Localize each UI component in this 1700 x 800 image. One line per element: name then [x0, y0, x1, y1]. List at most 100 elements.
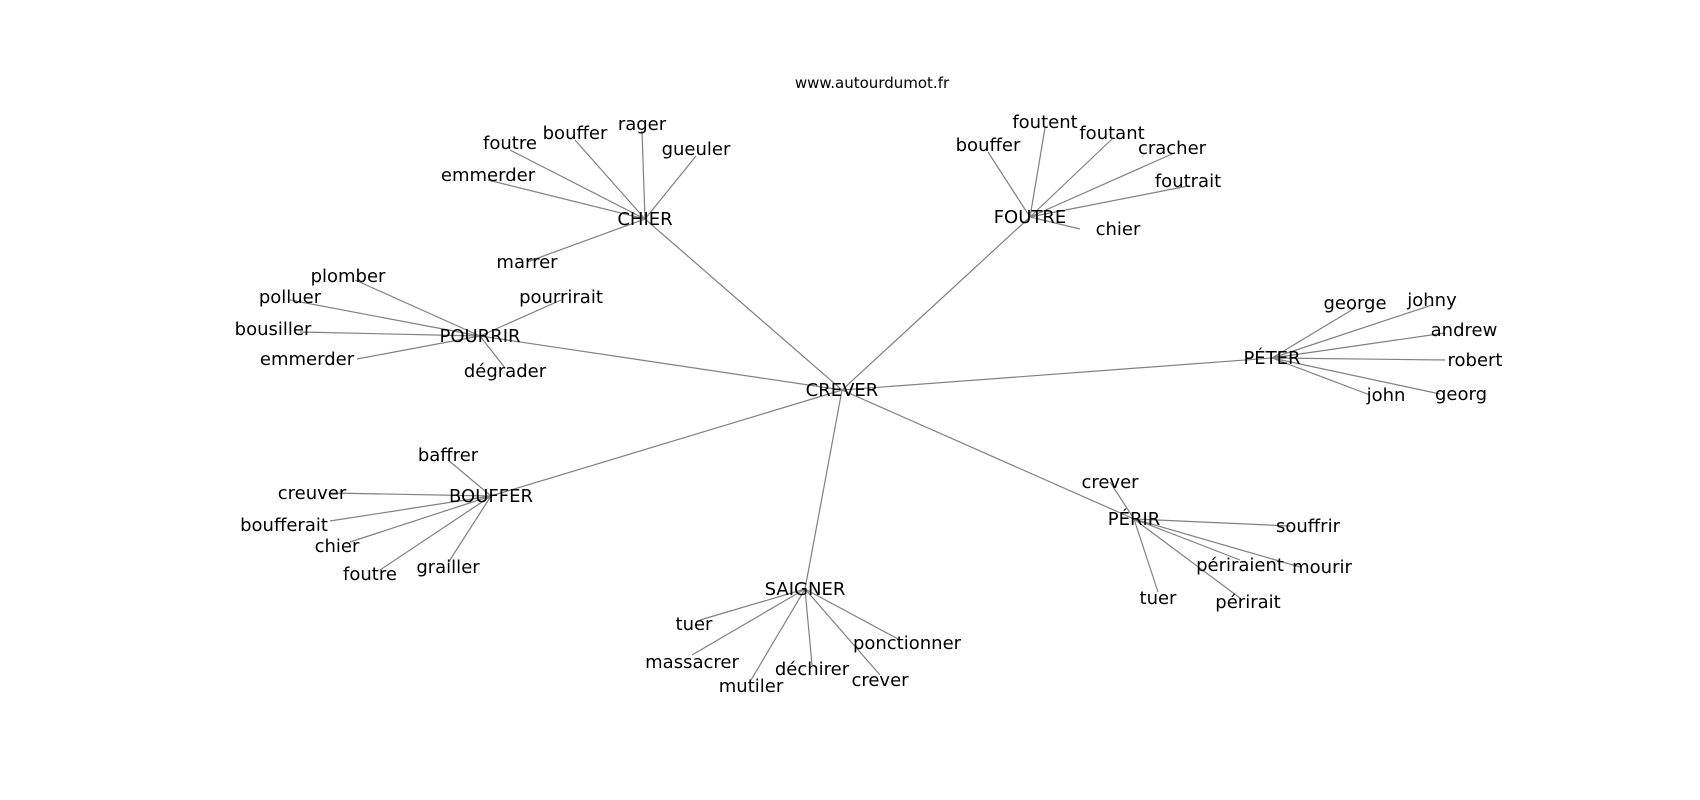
leaf-node-saigner-tuer[interactable]: tuer	[676, 614, 714, 635]
leaf-node-foutre-foutant[interactable]: foutant	[1079, 123, 1144, 144]
leaf-node-saigner-massacrer[interactable]: massacrer	[645, 652, 739, 673]
edge-bouffer-foutre	[379, 495, 492, 571]
edge-foutre-foutent	[1029, 127, 1046, 218]
leaf-node-perir-perirait[interactable]: périrait	[1215, 592, 1280, 613]
center-node-label[interactable]: CREVER	[806, 380, 879, 401]
edge-perir-souffrir	[1133, 518, 1291, 527]
edge-foutre-foutrait	[1029, 185, 1189, 218]
edge-pourrir-bousiller	[299, 331, 481, 337]
leaf-node-perir-mourir[interactable]: mourir	[1292, 557, 1352, 578]
edge-crever-bouffer	[490, 389, 843, 497]
hub-node-bouffer[interactable]: BOUFFER	[449, 486, 533, 507]
leaf-node-peter-robert[interactable]: robert	[1448, 350, 1503, 371]
labels-layer: CREVER CHIER foutre bouffer rager gueuler emme…	[235, 112, 1503, 697]
leaf-node-pourrir-emmerder[interactable]: emmerder	[260, 349, 355, 370]
leaf-node-pourrir-pourrirait[interactable]: pourrirait	[519, 287, 603, 308]
edge-crever-foutre	[841, 216, 1031, 391]
edge-bouffer-creuver	[329, 492, 492, 497]
edges-layer	[289, 127, 1446, 681]
edge-saigner-tuer	[699, 588, 806, 621]
edge-peter-john	[1271, 357, 1371, 396]
leaf-node-pourrir-bousiller[interactable]: bousiller	[235, 319, 312, 340]
edge-peter-andrew	[1271, 332, 1446, 359]
edge-chier-gueuler	[644, 155, 697, 220]
leaf-node-peter-andrew[interactable]: andrew	[1431, 320, 1498, 341]
leaf-node-pourrir-degrader[interactable]: dégrader	[464, 361, 547, 382]
hub-node-chier[interactable]: CHIER	[617, 209, 672, 230]
leaf-node-chier-gueuler[interactable]: gueuler	[662, 139, 731, 160]
edge-bouffer-grailler	[447, 495, 492, 564]
leaf-node-saigner-ponctionner[interactable]: ponctionner	[853, 633, 962, 654]
leaf-node-chier-rager[interactable]: rager	[618, 114, 667, 135]
leaf-node-chier-marrer[interactable]: marrer	[496, 252, 558, 273]
leaf-node-peter-george[interactable]: george	[1323, 293, 1386, 314]
edge-crever-pourrir	[479, 335, 843, 391]
edge-foutre-foutant	[1029, 138, 1113, 218]
leaf-node-foutre-bouffer[interactable]: bouffer	[956, 135, 1021, 156]
leaf-node-bouffer-baffrer[interactable]: baffrer	[418, 445, 479, 466]
leaf-node-peter-john[interactable]: john	[1366, 385, 1406, 406]
edge-crever-saigner	[804, 389, 843, 590]
edge-saigner-massacrer	[691, 588, 806, 656]
leaf-node-saigner-crever[interactable]: crever	[851, 670, 909, 691]
hub-node-foutre[interactable]: FOUTRE	[994, 207, 1067, 228]
edge-saigner-mutiler	[750, 588, 806, 681]
hub-node-peter[interactable]: PÉTER	[1243, 347, 1300, 369]
edge-peter-robert	[1271, 357, 1446, 361]
hub-node-saigner[interactable]: SAIGNER	[765, 579, 846, 600]
edge-pourrir-plomber	[354, 279, 481, 337]
leaf-node-bouffer-boufferait[interactable]: boufferait	[240, 515, 328, 536]
leaf-node-bouffer-chier[interactable]: chier	[315, 536, 360, 557]
leaf-node-bouffer-grailler[interactable]: grailler	[416, 557, 480, 578]
leaf-node-peter-johny[interactable]: johny	[1406, 290, 1457, 311]
edge-foutre-bouffer	[987, 151, 1031, 218]
edge-pourrir-pourrirait	[479, 299, 562, 337]
leaf-node-foutre-chier[interactable]: chier	[1096, 219, 1141, 240]
edge-perir-tuer	[1133, 518, 1159, 593]
edge-bouffer-chier	[349, 495, 492, 543]
edge-perir-periraient	[1133, 518, 1241, 561]
leaf-node-chier-foutre[interactable]: foutre	[483, 133, 537, 154]
edge-peter-johny	[1271, 304, 1433, 359]
edge-pourrir-degrader	[479, 335, 506, 369]
leaf-node-bouffer-creuver[interactable]: creuver	[278, 483, 347, 504]
edge-crever-perir	[841, 389, 1135, 520]
edge-chier-foutre	[509, 149, 646, 220]
site-url: www.autourdumot.fr	[795, 74, 950, 92]
edge-saigner-crever	[804, 588, 881, 676]
edge-crever-peter	[841, 357, 1273, 391]
leaf-node-saigner-dechirer[interactable]: déchirer	[775, 659, 850, 680]
edge-peter-george	[1271, 307, 1356, 359]
leaf-node-foutre-cracher[interactable]: cracher	[1138, 138, 1207, 159]
leaf-node-perir-periraient[interactable]: périraient	[1196, 555, 1284, 576]
leaf-node-perir-souffrir[interactable]: souffrir	[1276, 516, 1341, 537]
hub-node-pourrir[interactable]: POURRIR	[439, 326, 520, 347]
edge-foutre-chier	[1029, 216, 1081, 230]
edge-saigner-ponctionner	[804, 588, 901, 641]
edge-foutre-cracher	[1029, 153, 1173, 218]
leaf-node-bouffer-foutre[interactable]: foutre	[343, 564, 397, 585]
leaf-node-foutre-foutent[interactable]: foutent	[1012, 112, 1077, 133]
edge-pourrir-emmerder	[356, 335, 481, 360]
edge-chier-marrer	[526, 218, 646, 263]
edge-pourrir-polluer	[289, 299, 481, 337]
leaf-node-foutre-foutrait[interactable]: foutrait	[1155, 171, 1221, 192]
edge-saigner-dechirer	[804, 588, 813, 666]
leaf-node-chier-bouffer[interactable]: bouffer	[543, 123, 608, 144]
leaf-node-perir-crever[interactable]: crever	[1081, 472, 1139, 493]
edge-perir-crever	[1109, 481, 1135, 520]
edge-chier-emmerder	[487, 179, 646, 220]
leaf-node-pourrir-polluer[interactable]: polluer	[259, 287, 322, 308]
leaf-node-pourrir-plomber[interactable]: plomber	[311, 266, 386, 287]
leaf-node-peter-georg[interactable]: georg	[1435, 384, 1487, 405]
edge-perir-perirait	[1133, 518, 1241, 599]
leaf-node-saigner-mutiler[interactable]: mutiler	[719, 676, 784, 697]
edge-perir-mourir	[1133, 518, 1301, 568]
hub-node-perir[interactable]: PÉRIR	[1108, 508, 1161, 530]
leaf-node-perir-tuer[interactable]: tuer	[1140, 588, 1178, 609]
edge-crever-chier	[644, 218, 843, 391]
edge-chier-bouffer	[574, 139, 646, 220]
edge-peter-georg	[1271, 357, 1441, 395]
leaf-node-chier-emmerder[interactable]: emmerder	[441, 165, 536, 186]
